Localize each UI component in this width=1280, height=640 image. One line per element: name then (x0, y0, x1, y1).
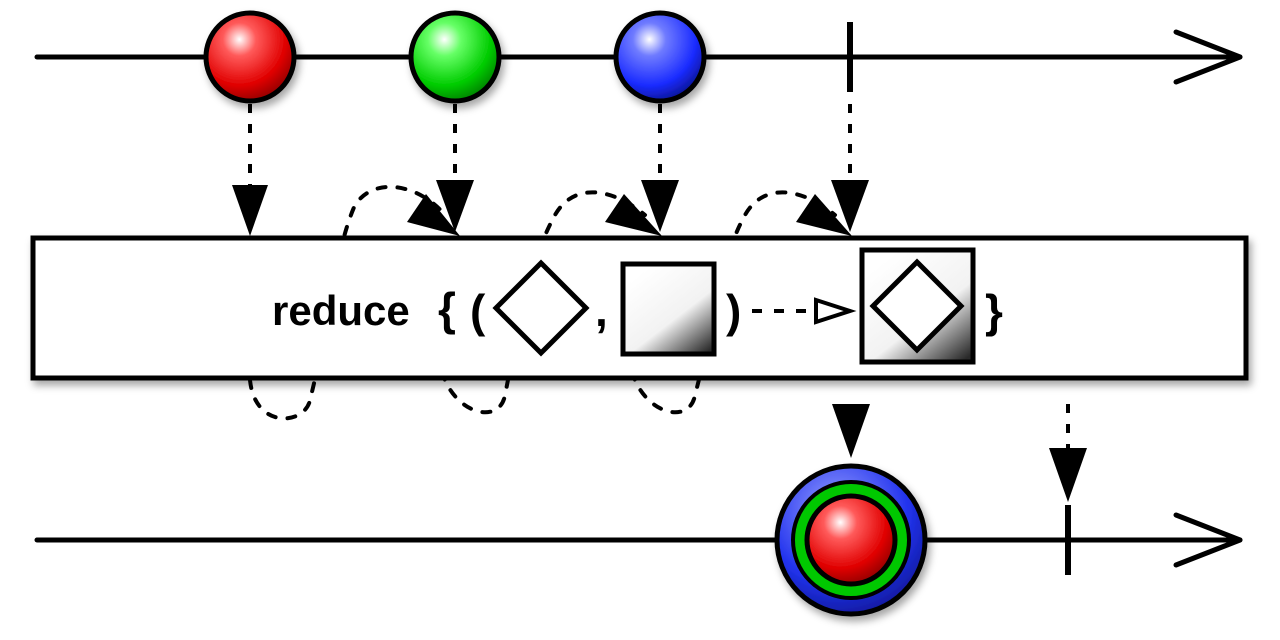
input-timeline-arrowhead-icon (1173, 29, 1243, 85)
accumulator-diamond-icon (492, 259, 590, 357)
result-marble-core (804, 493, 898, 587)
output-timeline-arrowhead-icon (1173, 512, 1243, 568)
output-arrowhead-icon (832, 404, 870, 458)
result-arrowhead-icon (814, 297, 857, 325)
loop-arrowheads (407, 194, 852, 236)
blue-marble (613, 10, 707, 104)
loop-arrowhead-1-icon (407, 194, 460, 236)
green-arrowhead-icon (436, 180, 474, 232)
item-square-icon (620, 261, 717, 357)
output-timeline (34, 505, 1243, 575)
loop-arrowhead-2-icon (605, 194, 662, 236)
result-diamond-icon (869, 258, 965, 354)
green-marble (408, 10, 502, 104)
red-arrowhead-icon (232, 185, 268, 236)
open-paren: ( (470, 285, 486, 337)
loop-arrowhead-3-icon (796, 194, 852, 236)
result-marble (774, 463, 928, 617)
red-marble (203, 10, 297, 104)
close-brace: } (985, 285, 1003, 337)
operator-name: reduce (272, 287, 410, 334)
close-paren: ) (726, 285, 741, 337)
output-completion-arrowhead-icon (1049, 448, 1087, 502)
completion-arrowhead-icon (831, 180, 869, 232)
comma: , (595, 284, 608, 336)
blue-arrowhead-icon (641, 180, 679, 232)
input-down-arrows (248, 104, 852, 190)
input-arrowheads (232, 180, 869, 236)
open-brace: { (438, 283, 456, 335)
